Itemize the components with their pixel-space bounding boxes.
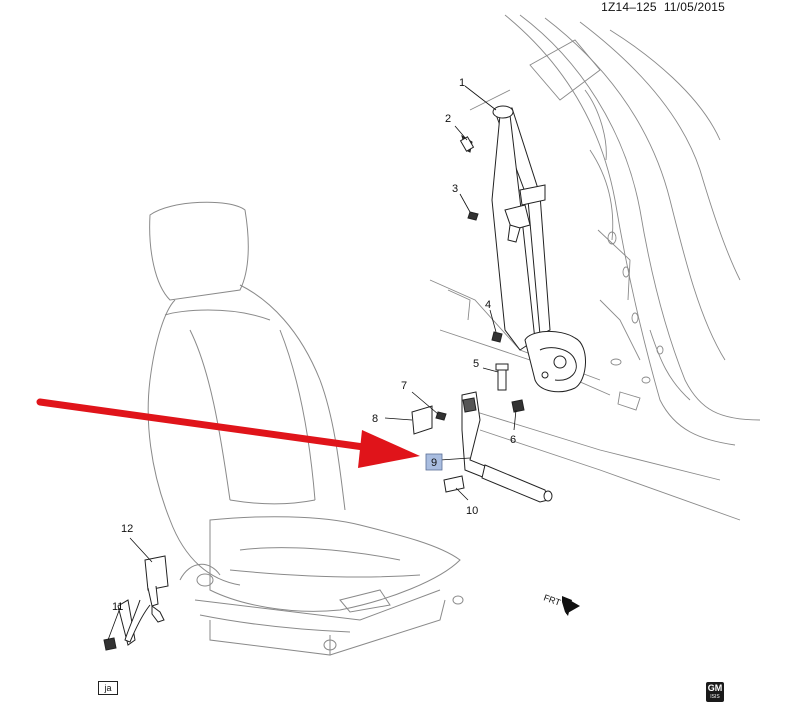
- leader-lines: [107, 85, 517, 641]
- fasteners: [103, 134, 525, 651]
- body-pillar: [429, 14, 761, 521]
- callout-7: 7: [401, 380, 407, 392]
- language-tag: ja: [98, 681, 118, 695]
- document-id: 1Z14–125 11/05/2015: [601, 0, 725, 14]
- callout-6: 6: [510, 434, 516, 446]
- callout-3: 3: [452, 183, 458, 195]
- callout-5: 5: [473, 358, 479, 370]
- red-pointer-arrow-icon: [36, 398, 420, 468]
- lower-anchor-part: [461, 391, 553, 503]
- gm-logo-icon: GM ISIS: [706, 682, 724, 702]
- front-direction-icon: FRT: [542, 592, 580, 616]
- callout-9-highlight: [425, 453, 443, 471]
- callout-11: 11: [112, 601, 123, 613]
- callout-1: 1: [459, 77, 465, 89]
- callout-2: 2: [445, 113, 451, 125]
- callout-12: 12: [121, 523, 133, 535]
- callout-4: 4: [485, 299, 491, 311]
- callout-10: 10: [466, 505, 478, 517]
- svg-text:FRT: FRT: [542, 592, 562, 607]
- seat-belt-assembly: [491, 105, 586, 393]
- seat-outline: [147, 201, 464, 656]
- callout-8: 8: [372, 413, 378, 425]
- callout-9: 9: [431, 457, 437, 469]
- buckle-part: [124, 555, 169, 643]
